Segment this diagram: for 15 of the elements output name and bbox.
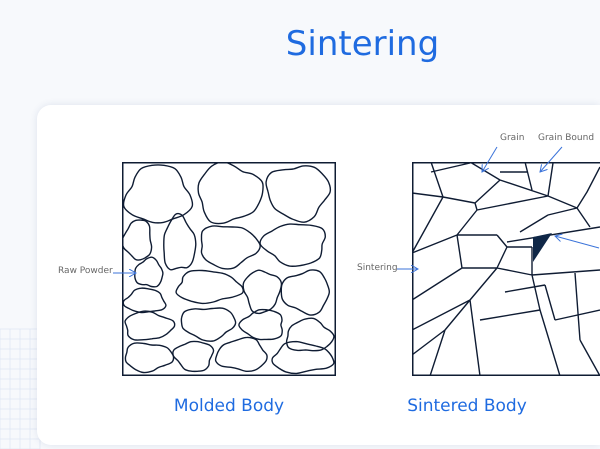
leader-arrow <box>112 268 136 278</box>
pore-shape <box>533 233 553 263</box>
drawing-caption: Molded Body <box>172 396 286 416</box>
grain-structure-drawing <box>412 162 600 376</box>
part-label: Grain Bound <box>538 133 594 143</box>
leader-arrow <box>482 146 498 172</box>
leader-arrow <box>554 233 600 248</box>
title: Sintering <box>284 24 440 64</box>
leader-arrow <box>396 264 418 274</box>
part-label: Sintering <box>357 263 398 273</box>
leader-arrow <box>540 146 562 172</box>
drawing-caption: Sintered Body <box>406 396 528 416</box>
part-label: Raw Powder <box>58 266 113 276</box>
powder-particles-drawing <box>122 162 336 376</box>
part-label: Grain <box>500 133 524 143</box>
